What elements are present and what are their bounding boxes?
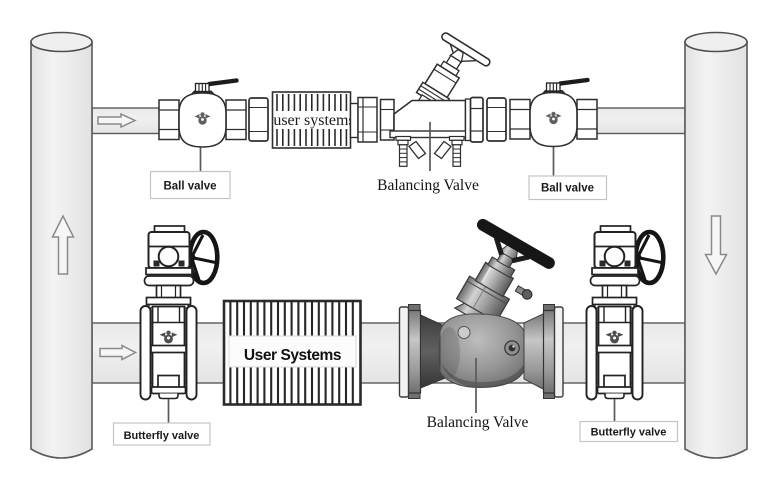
svg-text:user systems: user systems [273,112,354,129]
svg-text:Butterfly valve: Butterfly valve [591,427,667,439]
svg-text:Balancing Valve: Balancing Valve [377,177,479,194]
svg-text:Butterfly valve: Butterfly valve [124,430,200,442]
svg-text:User Systems: User Systems [244,347,341,364]
svg-text:Ball valve: Ball valve [541,183,594,195]
svg-text:Ball valve: Ball valve [163,181,216,193]
svg-text:Balancing Valve: Balancing Valve [427,414,529,431]
